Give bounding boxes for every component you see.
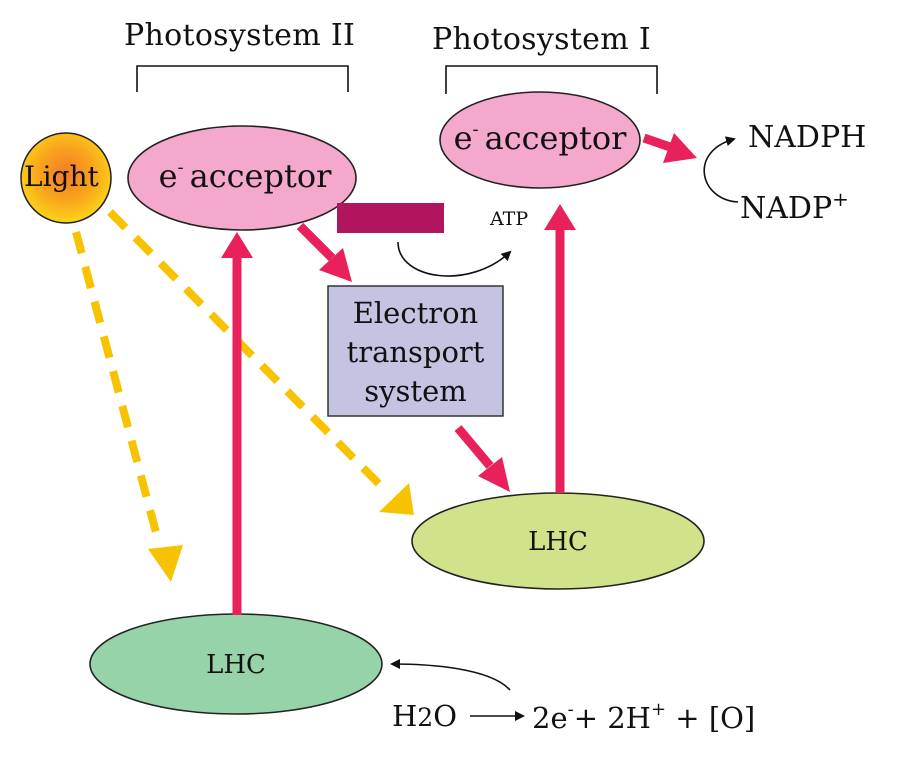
ets-to-lhc-i-shaft [454,425,494,469]
ps-ii-electron-super: - [177,157,184,178]
electrons-super: - [567,699,574,720]
ps-ii-acceptor-label: e-acceptor [140,157,350,195]
atp-label: ATP [490,208,529,230]
water-2: 2 [417,703,434,732]
photosystem-i-bracket [445,65,658,94]
water-o: O [433,699,457,733]
acceptor-to-ets-head [319,248,352,282]
atp-curve-arrow [397,241,512,277]
ets-box [327,285,504,417]
nadp-text: NADP [740,191,833,226]
ps-ii-electron-symbol: e [158,157,178,195]
photosystem-ii-bracket [136,65,349,92]
atp-synthase-bar [337,203,444,233]
nadp-super: + [832,187,849,211]
ps-i-electron-super: - [472,119,479,140]
ps-i-acceptor-label: e-acceptor [440,119,640,157]
water-to-lhc-ii-arrow [390,659,511,691]
photosystem-i-title: Photosystem I [432,22,651,57]
light-ray-head-lhc-i [379,483,414,515]
ps-i-electron-symbol: e [453,119,473,157]
oxygen-text: + [O] [675,701,756,735]
ets-label: Electron transport system [328,294,503,411]
lhc-i-label: LHC [528,527,588,557]
nadph-curve-arrow [703,136,739,203]
nadph-label: NADPH [748,120,867,155]
ets-line-2: transport [346,335,485,369]
ps-i-acceptor-ellipse [439,91,641,189]
protons-text: + 2H [573,701,651,735]
light-label: Light [24,160,99,193]
lhc-i-to-acceptor-head [544,204,576,230]
acceptor-to-ets-shaft [296,222,336,262]
ets-line-1: Electron [352,296,479,330]
water-products-label: 2e-+ 2H+ + [O] [532,699,755,735]
ps-ii-acceptor-ellipse [127,125,357,231]
acceptor-to-nadph-head [663,133,697,163]
electrons-text: 2e [532,701,568,735]
nadp-label: NADP+ [740,187,849,226]
acceptor-to-nadph-shaft [642,133,672,152]
photosystem-ii-title: Photosystem II [124,18,356,53]
light-ray-to-lhc-i [107,209,388,493]
light-sun [20,132,112,224]
lhc-ii-label: LHC [206,650,266,680]
water-h: H [392,699,418,733]
lhc-ii-to-acceptor-head [221,232,253,258]
ps-i-acceptor-text: acceptor [484,119,627,157]
ets-line-3: system [364,374,467,408]
water-label: H2O [392,699,457,733]
light-ray-to-lhc-ii [72,230,162,542]
ps-ii-acceptor-text: acceptor [189,157,332,195]
ets-to-lhc-i-head [478,457,510,492]
protons-super: + [650,699,667,720]
light-ray-head-lhc-ii [148,545,183,582]
